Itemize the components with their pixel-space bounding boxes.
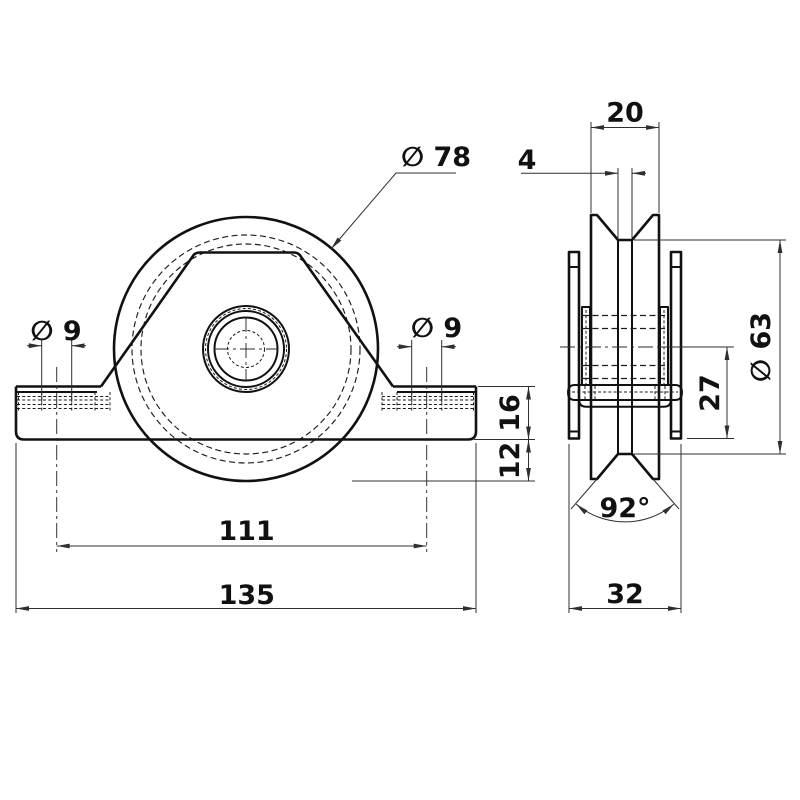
dimensions-front: ∅ 78 ∅ 9 ∅ 9 111 135 16 12	[15, 142, 535, 613]
plate-length-label: 135	[219, 580, 275, 611]
hub-middle-circle	[207, 310, 285, 388]
hole-spacing-label: 111	[218, 516, 274, 547]
groove-angle-arc	[575, 503, 675, 523]
wheel-diameter-label: ∅ 78	[401, 142, 471, 173]
hole-diameter-right-label: ∅ 9	[411, 313, 462, 344]
bracket-strap-outline	[99, 251, 395, 388]
groove-diameter-extension-lines	[634, 239, 786, 455]
base-plate-lower-edge	[578, 400, 672, 408]
wheel-diameter-leader	[330, 172, 456, 250]
strap-leg-right	[669, 250, 683, 440]
hole-left-extension-lines	[41, 339, 73, 402]
hole-diameter-left-label: ∅ 9	[30, 316, 81, 347]
axle-height-label: 27	[695, 374, 726, 412]
groove-flat-extension-lines	[617, 168, 633, 238]
wheel-protrusion-label: 12	[495, 442, 526, 480]
wheel-width-label: 20	[606, 98, 644, 129]
wing-hidden-band-rows	[17, 396, 475, 409]
bore-hidden-lines	[583, 314, 667, 380]
wheel-width-extension-lines	[590, 122, 660, 213]
height-extension-lines	[352, 386, 535, 482]
wheel-groove-edge-hidden-circle	[131, 234, 361, 464]
front-view	[14, 215, 478, 552]
plate-length-extension-lines	[15, 443, 477, 613]
bracket-height-label: 16	[495, 394, 526, 432]
hub-boss-hidden-edges	[585, 310, 665, 385]
wheel-outer-circle	[112, 215, 380, 483]
side-width-label: 32	[606, 579, 644, 610]
hole-right-extension-lines	[411, 340, 443, 402]
groove-angle-label: 92°	[599, 493, 650, 524]
base-plate-outline	[14, 386, 478, 441]
strap-bend-lines	[569, 266, 681, 433]
side-width-extension-lines	[568, 444, 682, 613]
hub-outer-circle	[202, 305, 290, 393]
groove-angle-extension-lines	[570, 478, 680, 510]
strap-leg-left	[567, 250, 581, 440]
dimensions-side: 20 4 ∅ 63 27 92° 32	[518, 98, 786, 613]
groove-diameter-label: ∅ 63	[746, 312, 777, 382]
groove-flat-width-label: 4	[518, 145, 537, 176]
wing-hidden-band-ticks	[18, 392, 474, 411]
base-plate-edge-band	[567, 384, 683, 401]
hub-hidden-circle	[205, 308, 287, 390]
side-view	[560, 213, 700, 481]
hub-centerline-cross	[214, 317, 278, 381]
wheel-groove-bottom-hidden-circle	[140, 243, 352, 455]
plate-band-hidden-ticks	[584, 386, 666, 399]
hole-centerlines	[56, 367, 428, 552]
axle-height-extension-lines	[660, 346, 734, 439]
